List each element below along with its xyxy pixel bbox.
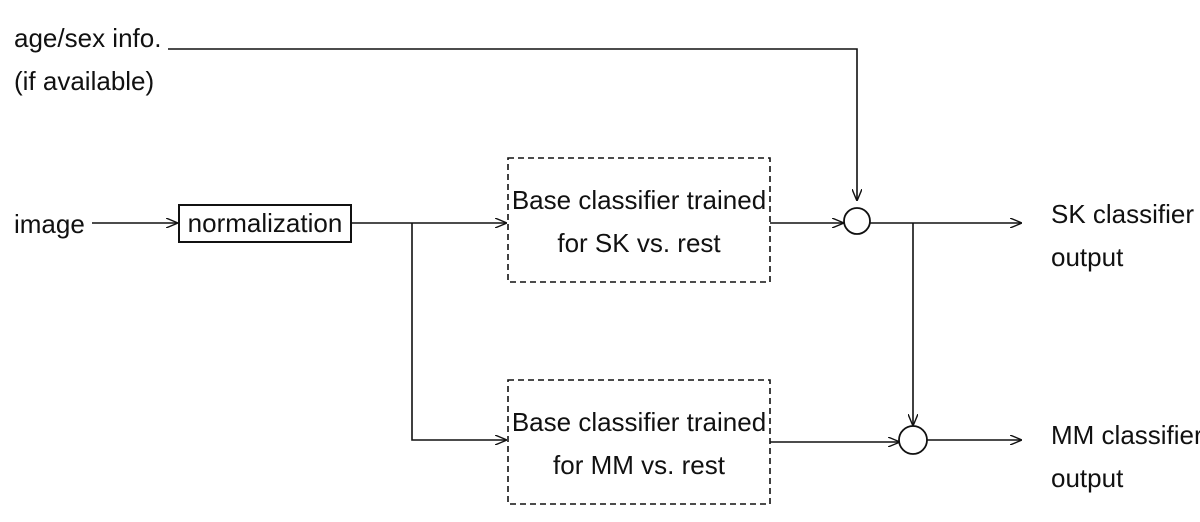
age-sex-availability-label: (if available) bbox=[14, 66, 154, 96]
mm-classifier-output-label-line1: MM classifier bbox=[1051, 420, 1200, 450]
normalization-label: normalization bbox=[188, 208, 343, 238]
sk-base-classifier-label-line2: for SK vs. rest bbox=[557, 228, 721, 258]
sk-base-classifier-label-line1: Base classifier trained bbox=[512, 185, 766, 215]
mm-base-classifier-label-line2: for MM vs. rest bbox=[553, 450, 726, 480]
image-label: image bbox=[14, 209, 85, 239]
sk-combiner-node bbox=[843, 207, 871, 235]
sk-base-classifier-box bbox=[507, 157, 771, 283]
normalization-to-mm-arrow bbox=[411, 223, 506, 440]
mm-classifier-output-label-line2: output bbox=[1051, 463, 1124, 493]
mm-base-classifier-box bbox=[507, 379, 771, 505]
mm-combiner-node bbox=[898, 425, 928, 455]
sk-classifier-output-label-line2: output bbox=[1051, 242, 1124, 272]
age-sex-info-label: age/sex info. bbox=[14, 23, 161, 53]
age-sex-arrow bbox=[168, 48, 857, 200]
mm-base-classifier-label-line1: Base classifier trained bbox=[512, 407, 766, 437]
sk-classifier-output-label-line1: SK classifier bbox=[1051, 199, 1194, 229]
